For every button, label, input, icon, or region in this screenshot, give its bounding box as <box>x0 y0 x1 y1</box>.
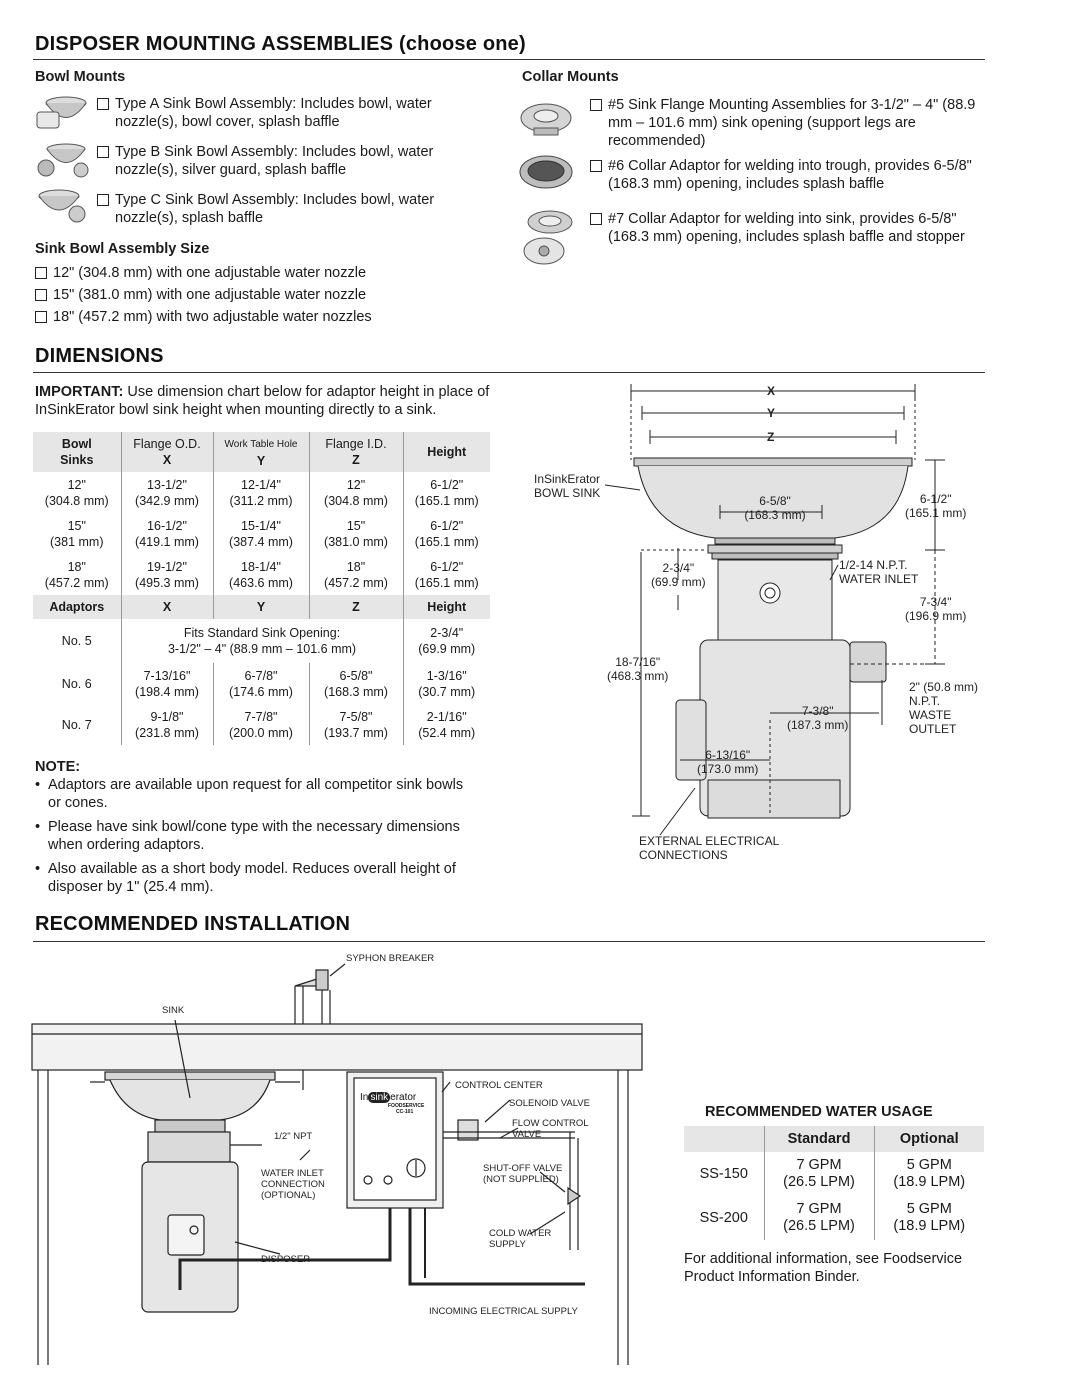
table-header-row: Standard Optional <box>684 1126 984 1152</box>
dim-7-3-8-label: 7-3/8"(187.3 mm) <box>787 704 849 732</box>
collar-6-option[interactable]: #6 Collar Adaptor for welding into troug… <box>590 157 990 193</box>
type-b-bowl-image <box>37 143 89 178</box>
water-usage-footer: For additional information, see Foodserv… <box>684 1251 963 1285</box>
type-c-bowl-image <box>38 189 86 223</box>
syphon-breaker-label: SYPHON BREAKER <box>346 953 435 964</box>
collar-6-checkbox[interactable] <box>590 160 602 172</box>
npt-label: 1/2" NPT <box>274 1131 313 1142</box>
header-flange-id: Flange I.D.Z <box>308 432 403 472</box>
dim-7-3-4-label: 7-3/4"(196.9 mm) <box>905 595 967 623</box>
note-list: •Adaptors are available upon request for… <box>35 776 465 896</box>
collar-5-checkbox[interactable] <box>590 99 602 111</box>
important-label: IMPORTANT: <box>35 384 124 400</box>
collar-mounts-heading: Collar Mounts <box>522 69 619 85</box>
control-center-label: CONTROL CENTER <box>455 1080 543 1091</box>
table-row: 18"(457.2 mm) 19-1/2"(495.3 mm) 18-1/4"(… <box>33 554 490 595</box>
collar-5-image <box>520 103 572 136</box>
table-row: 15"(381 mm) 16-1/2"(419.1 mm) 15-1/4"(38… <box>33 513 490 554</box>
collar-5-option[interactable]: #5 Sink Flange Mounting Assemblies for 3… <box>590 96 990 150</box>
size-15-checkbox[interactable] <box>35 289 47 301</box>
adaptor-header-row: Adaptors X Y Z Height <box>33 595 490 619</box>
dim-6-5-8-label: 6-5/8"(168.3 mm) <box>744 494 806 522</box>
type-a-bowl-image <box>36 96 87 129</box>
size-15-option[interactable]: 15" (381.0 mm) with one adjustable water… <box>35 286 475 304</box>
dim-18-7-16-label: 18-7/16"(468.3 mm) <box>607 655 669 683</box>
table-row: SS-200 7 GPM(26.5 LPM) 5 GPM(18.9 LPM) <box>684 1196 984 1240</box>
dim-6-13-16-label: 6-13/16"(173.0 mm) <box>697 748 759 776</box>
type-a-label: Type A Sink Bowl Assembly: Includes bowl… <box>115 96 432 130</box>
header-flange-od: Flange O.D.X <box>120 432 213 472</box>
type-c-option[interactable]: Type C Sink Bowl Assembly: Includes bowl… <box>97 191 487 227</box>
list-item: •Also available as a short body model. R… <box>35 861 456 895</box>
dim-2-3-4-label: 2-3/4"(69.9 mm) <box>651 561 706 589</box>
size-18-option[interactable]: 18" (457.2 mm) with two adjustable water… <box>35 308 475 326</box>
list-item: •Adaptors are available upon request for… <box>35 777 464 811</box>
installation-drawing <box>31 963 643 1365</box>
type-b-checkbox[interactable] <box>97 146 109 158</box>
size-18-checkbox[interactable] <box>35 311 47 323</box>
collar-6-image <box>519 155 573 189</box>
sink-label: SINK <box>162 1005 185 1016</box>
size-18-label: 18" (457.2 mm) with two adjustable water… <box>53 309 372 325</box>
size-15-label: 15" (381.0 mm) with one adjustable water… <box>53 287 367 303</box>
size-heading: Sink Bowl Assembly Size <box>35 241 210 257</box>
dim-x-label: X <box>767 384 776 398</box>
dim-6-1-2-label: 6-1/2"(165.1 mm) <box>905 492 967 520</box>
size-12-label: 12" (304.8 mm) with one adjustable water… <box>53 265 367 281</box>
bowl-mounts-heading: Bowl Mounts <box>35 69 126 85</box>
water-usage-table: Standard Optional SS-150 7 GPM(26.5 LPM)… <box>684 1126 984 1240</box>
type-a-checkbox[interactable] <box>97 98 109 110</box>
header-height: Height <box>402 432 490 472</box>
section-rule <box>33 59 985 60</box>
mounting-title: DISPOSER MOUNTING ASSEMBLIES (choose one… <box>35 33 526 55</box>
collar-7-checkbox[interactable] <box>590 213 602 225</box>
table-row: 12"(304.8 mm) 13-1/2"(342.9 mm) 12-1/4"(… <box>33 472 490 513</box>
dim-y-label: Y <box>767 406 776 420</box>
shutoff-valve-label: SHUT-OFF VALVE(NOT SUPPLIED) <box>483 1163 563 1185</box>
collar-7-label: #7 Collar Adaptor for welding into sink,… <box>608 211 965 245</box>
type-a-option[interactable]: Type A Sink Bowl Assembly: Includes bowl… <box>97 95 487 131</box>
installation-title: RECOMMENDED INSTALLATION <box>35 913 351 935</box>
important-text: Use dimension chart below for adaptor he… <box>35 384 490 418</box>
dimension-drawing <box>604 384 945 836</box>
size-12-checkbox[interactable] <box>35 267 47 279</box>
type-c-checkbox[interactable] <box>97 194 109 206</box>
table-row: No. 6 7-13/16"(198.4 mm) 6-7/8"(174.6 mm… <box>33 663 490 704</box>
dim-z-label: Z <box>767 430 775 444</box>
type-c-label: Type C Sink Bowl Assembly: Includes bowl… <box>115 192 435 226</box>
water-inlet-label: 1/2-14 N.P.T.WATER INLET <box>839 558 919 586</box>
collar-7-image <box>523 210 573 265</box>
collar-6-label: #6 Collar Adaptor for welding into troug… <box>608 158 972 192</box>
note-heading: NOTE: <box>35 759 81 775</box>
disposer-label: DISPOSER <box>261 1254 311 1265</box>
type-b-option[interactable]: Type B Sink Bowl Assembly: Includes bowl… <box>97 143 487 179</box>
solenoid-valve-label: SOLENOID VALVE <box>509 1098 590 1109</box>
size-12-option[interactable]: 12" (304.8 mm) with one adjustable water… <box>35 264 475 282</box>
collar-5-label: #5 Sink Flange Mounting Assemblies for 3… <box>608 97 976 149</box>
important-note: IMPORTANT: Use dimension chart below for… <box>35 383 535 419</box>
list-item: •Please have sink bowl/cone type with th… <box>35 819 460 853</box>
dimensions-title: DIMENSIONS <box>35 345 164 367</box>
table-row: No. 5 Fits Standard Sink Opening:3-1/2" … <box>33 619 490 663</box>
table-row: No. 7 9-1/8"(231.8 mm) 7-7/8"(200.0 mm) … <box>33 704 490 745</box>
type-b-label: Type B Sink Bowl Assembly: Includes bowl… <box>115 144 434 178</box>
water-usage-title: RECOMMENDED WATER USAGE <box>705 1104 933 1120</box>
incoming-electrical-label: INCOMING ELECTRICAL SUPPLY <box>429 1306 578 1317</box>
table-row: SS-150 7 GPM(26.5 LPM) 5 GPM(18.9 LPM) <box>684 1152 984 1196</box>
section-rule <box>33 941 985 942</box>
section-rule <box>33 372 985 373</box>
collar-7-option[interactable]: #7 Collar Adaptor for welding into sink,… <box>590 210 990 246</box>
